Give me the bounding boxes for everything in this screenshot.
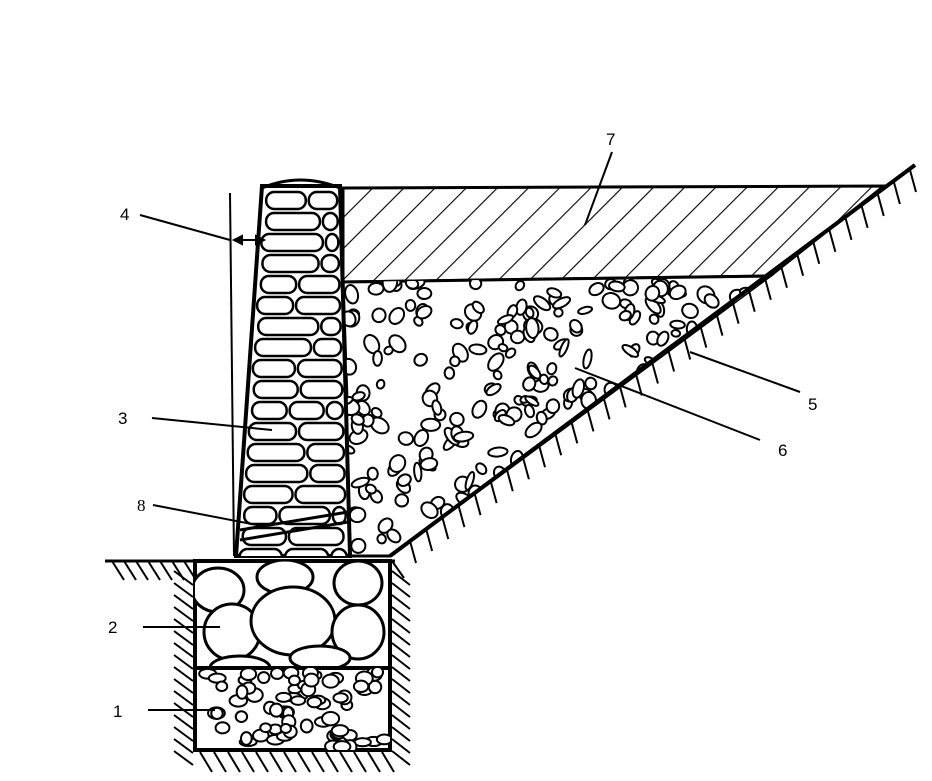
leader-7 [584,151,613,226]
leader-3 [151,417,273,431]
leader-4 [139,214,231,241]
label-2: 2 [108,618,117,637]
arrow-left [231,234,243,246]
arrow-right [255,234,267,246]
natural-slope [388,163,917,564]
label-6: 6 [778,441,787,460]
leader-6 [574,367,761,441]
drain-pipe [239,510,349,542]
foundation-stones [195,561,386,668]
label-4: 4 [120,205,129,224]
vertical-reference-line [229,192,235,557]
stone-wall [233,178,353,558]
leader-lines [139,151,801,711]
gravel-cushion [193,666,392,752]
label-3: 3 [118,409,127,428]
label-1: 1 [113,702,122,721]
top-soil-layer [341,184,889,284]
label-8: 8 [137,496,146,515]
label-7: 7 [606,130,615,149]
slope-hatch-ticks [409,169,917,564]
trench-hatch-ticks [173,570,411,773]
leader-8 [152,504,263,527]
label-5: 5 [808,395,817,414]
leader-5 [689,351,801,393]
foundation-rubble [193,559,392,670]
